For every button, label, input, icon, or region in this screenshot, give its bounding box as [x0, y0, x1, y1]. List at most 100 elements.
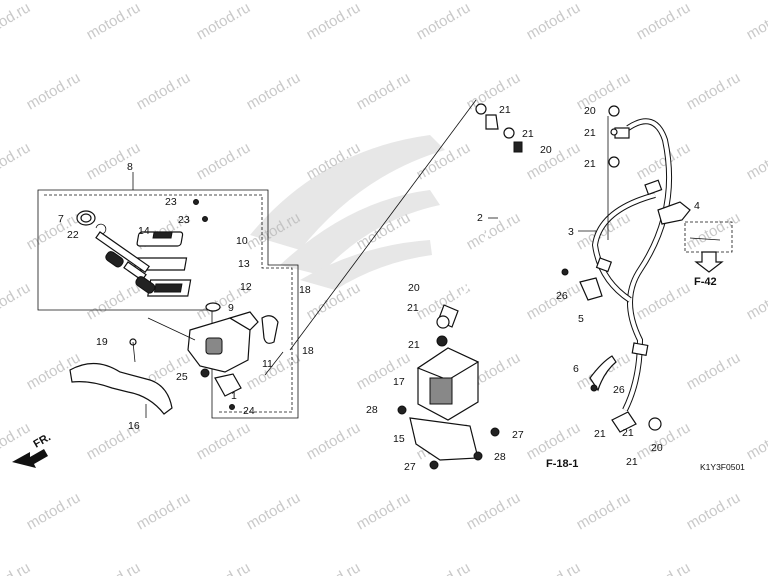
callout-12: 12: [240, 281, 252, 293]
master-cylinder-group: [37, 172, 299, 419]
watermark-text: motod.ru: [574, 489, 634, 533]
callout-23a: 23: [165, 196, 177, 208]
callout-4: 4: [694, 200, 700, 212]
watermark-text: motod.ru: [574, 69, 634, 113]
watermark-text: motod.ru: [684, 69, 744, 113]
diagram-code: K1Y3F0501: [700, 462, 745, 472]
watermark-text: motod.ru: [744, 139, 768, 183]
callout-24: 24: [243, 405, 255, 417]
brake-hose-2: [437, 103, 523, 328]
watermark-text: motod.ru: [304, 419, 364, 463]
watermark-text: motod.ru: [634, 419, 694, 463]
callout-3: 3: [568, 226, 574, 238]
watermark-text: motod.ru: [634, 559, 694, 576]
watermark-text: motod.ru: [304, 559, 364, 576]
watermark-text: motod.ru: [464, 489, 524, 533]
watermark-text: motod.ru: [414, 0, 474, 43]
watermark-text: motod.ru: [744, 279, 768, 323]
watermark-text: motod.ru: [744, 559, 768, 576]
watermark-text: motod.ru: [194, 559, 254, 576]
watermark-text: motod.ru: [524, 0, 584, 43]
callout-20b: 20: [540, 144, 552, 156]
watermark-text: motod.ru: [634, 279, 694, 323]
watermark-text: motod.ru: [414, 559, 474, 576]
callout-15: 15: [393, 433, 405, 445]
watermark-text: motod.ru: [194, 0, 254, 43]
callout-1: 1: [231, 390, 237, 402]
callout-17: 17: [393, 376, 405, 388]
watermark-text: motod.ru: [304, 0, 364, 43]
watermark-text: motod.ru: [464, 69, 524, 113]
callout-26b: 26: [613, 384, 625, 396]
callout-28b: 28: [494, 451, 506, 463]
watermark-text: motod.ru: [0, 139, 33, 183]
watermark-text: motod.ru: [524, 419, 584, 463]
callout-22: 22: [67, 229, 79, 241]
callout-21i: 21: [622, 427, 634, 439]
watermark-text: motod.ru: [0, 279, 33, 323]
watermark-text: motod.ru: [0, 0, 33, 43]
callout-8: 8: [127, 161, 133, 173]
watermark-text: motod.ru: [84, 279, 144, 323]
master-cylinder-body: [187, 311, 279, 410]
callout-19: 19: [96, 336, 108, 348]
watermark-text: motod.ru: [524, 279, 584, 323]
watermark-text: motod.ru: [464, 209, 524, 253]
ref-f42-label[interactable]: F-42: [694, 276, 717, 288]
watermark-text: motod.ru: [84, 559, 144, 576]
watermark-text: motod.ru: [244, 69, 304, 113]
ref-f42: F-42: [694, 251, 724, 288]
watermark-text: motod.ru: [684, 489, 744, 533]
watermark-text: motod.ru: [0, 559, 33, 576]
callout-13: 13: [238, 258, 250, 270]
watermark-text: motod.ru: [84, 0, 144, 43]
front-label: FR.: [32, 431, 53, 450]
watermark-text: motod.ru: [354, 69, 414, 113]
callout-11: 11: [262, 358, 273, 370]
watermark-text: motod.ru: [524, 139, 584, 183]
callout-16: 16: [128, 420, 140, 432]
callout-2: 2: [477, 212, 483, 224]
watermark-text: motod.ru: [194, 419, 254, 463]
bracket-5-6: [561, 268, 617, 392]
callout-20c: 20: [408, 282, 420, 294]
watermark-text: motod.ru: [684, 209, 744, 253]
watermark-text: motod.ru: [134, 69, 194, 113]
callout-21e: 21: [407, 302, 419, 314]
callout-21g: 21: [594, 428, 606, 440]
callout-18b: 18: [302, 345, 314, 357]
hose-clamp-4: [657, 201, 733, 253]
callout-20a: 20: [584, 105, 596, 117]
callout-20d: 20: [651, 442, 663, 454]
callout-18a: 18: [299, 284, 311, 296]
watermark-text: motod.ru: [744, 0, 768, 43]
abs-bracket-15: [397, 405, 500, 470]
abs-modulator-17: [416, 315, 480, 421]
piston-assembly: [76, 210, 156, 294]
callout-labels: 1 2 3 4 5 6 7 8 9 10 11 12 13 14 15 16 1…: [58, 104, 700, 473]
watermark-text: motod.ru: [684, 349, 744, 393]
callout-21c: 21: [584, 127, 596, 139]
watermark-text: motod.ru: [134, 489, 194, 533]
brand-wing-watermark: [250, 135, 445, 290]
callout-9: 9: [228, 302, 234, 314]
brake-lever: [69, 338, 173, 415]
callout-21d: 21: [584, 158, 596, 170]
watermark-text: motod.ru: [634, 0, 694, 43]
brake-hose-3: [591, 105, 673, 433]
callout-21a: 21: [499, 104, 511, 116]
callout-21b: 21: [522, 128, 534, 140]
ref-f18-1-label[interactable]: F-18-1: [546, 458, 578, 470]
watermark-text: motod.ru: [354, 489, 414, 533]
callout-5: 5: [578, 313, 584, 325]
callout-27a: 27: [512, 429, 524, 441]
callout-27b: 27: [404, 461, 416, 473]
callout-28a: 28: [366, 404, 378, 416]
watermark-text: motod.ru: [744, 419, 768, 463]
watermark-text: motod.ru: [194, 139, 254, 183]
leader-lines: [145, 99, 609, 418]
callout-21f: 21: [408, 339, 420, 351]
